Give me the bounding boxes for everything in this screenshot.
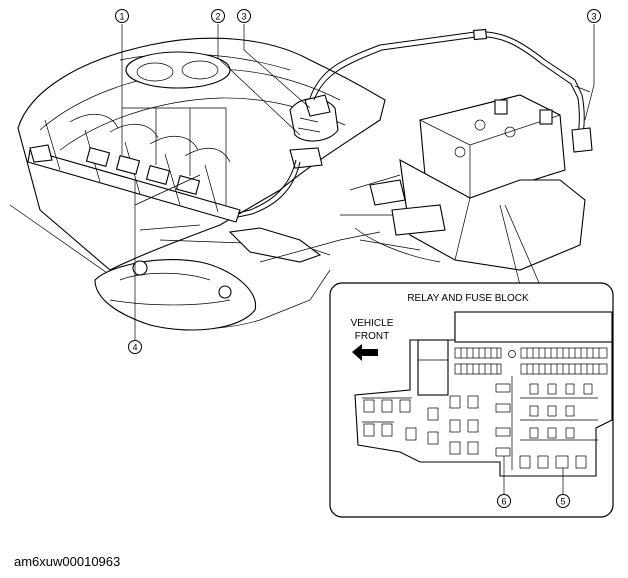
callout-6-number: 6 (501, 497, 506, 507)
relay-fuse-block-inset: RELAY AND FUSE BLOCK VEHICLE FRONT (329, 282, 614, 518)
callout-4-number: 4 (132, 343, 137, 353)
right-fuse-grid (495, 376, 598, 470)
callout-3-right: 3 (587, 9, 601, 23)
callout-3-left: 3 (237, 9, 251, 23)
callout-3-right-number: 3 (591, 12, 596, 22)
top-fuse-row (454, 347, 608, 375)
fuel-hose (237, 28, 593, 218)
callout-leaders (121, 24, 595, 340)
vehicle-front-arrow-icon (352, 344, 378, 361)
callout-1-number: 1 (119, 12, 124, 22)
callout-2: 2 (211, 9, 225, 23)
callout-1: 1 (115, 9, 129, 23)
left-relay-grid (362, 395, 479, 455)
vehicle-front-label-line1: VEHICLE (351, 318, 394, 329)
fuel-injector-rail (27, 114, 241, 223)
callout-3-left-number: 3 (241, 12, 246, 22)
callout-5-number: 5 (560, 497, 565, 507)
fuel-pump-assembly (289, 94, 339, 169)
callout-5: 5 (556, 494, 570, 508)
callout-6: 6 (497, 494, 511, 508)
callout-2-number: 2 (215, 12, 220, 22)
callout-4: 4 (128, 340, 142, 354)
battery-and-fuse-box (340, 94, 586, 271)
vehicle-front-label-line2: FRONT (355, 331, 389, 342)
engine-cover (17, 37, 386, 271)
figure-id-caption: am6xuw00010963 (14, 554, 121, 569)
inset-title: RELAY AND FUSE BLOCK (407, 293, 529, 304)
